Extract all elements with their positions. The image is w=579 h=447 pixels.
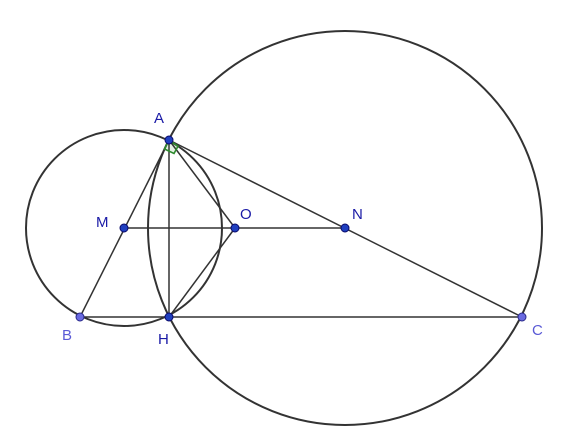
label-n: N — [352, 206, 363, 223]
point-h — [164, 312, 174, 322]
segment-ao — [168, 139, 236, 229]
point-m — [119, 223, 129, 233]
segment-ho — [168, 227, 236, 318]
label-a: A — [154, 110, 164, 127]
point-n — [340, 223, 350, 233]
label-b: B — [62, 327, 72, 344]
point-c — [517, 312, 527, 322]
point-o — [230, 223, 240, 233]
point-b — [75, 312, 85, 322]
label-h: H — [158, 331, 169, 348]
label-m: M — [96, 214, 109, 231]
point-a — [164, 135, 174, 145]
label-o: O — [240, 206, 252, 223]
label-c: C — [532, 322, 543, 339]
